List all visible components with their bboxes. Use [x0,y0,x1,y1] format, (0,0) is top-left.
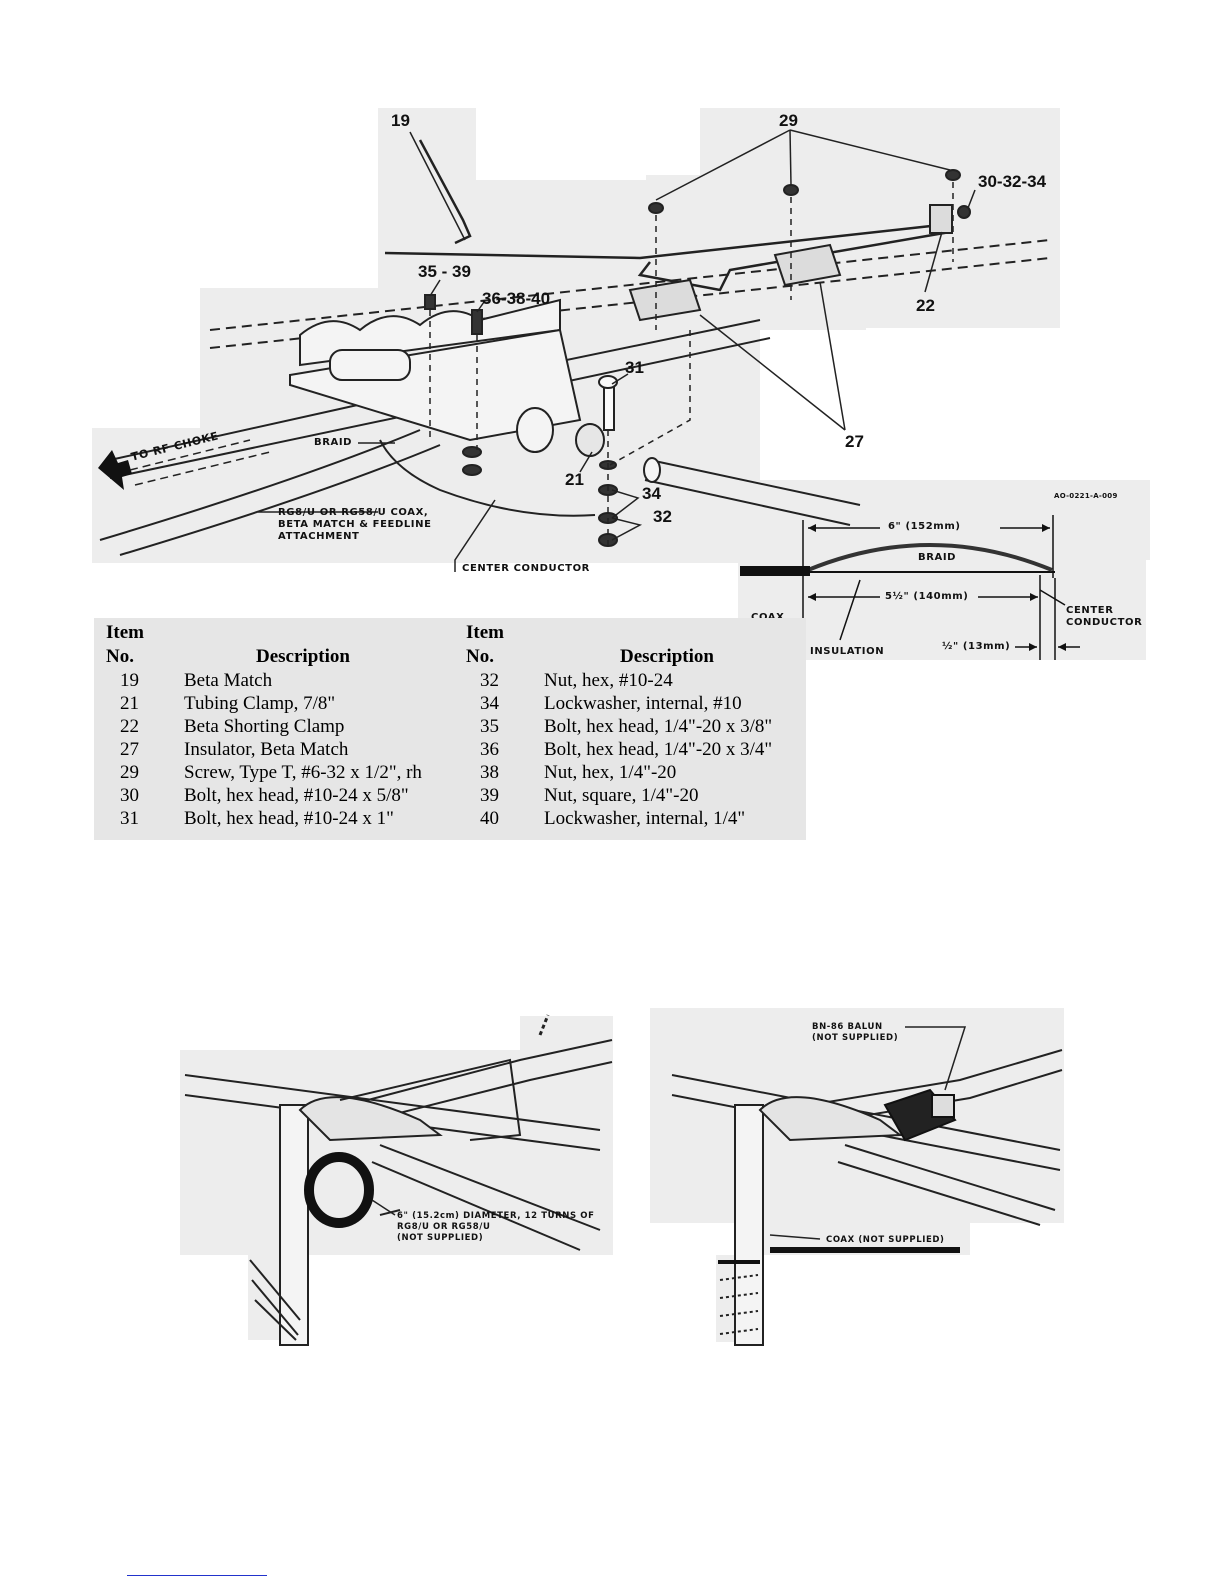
item-no: 19 [120,670,139,691]
diagram-panel-h [738,506,1146,660]
table-row: 32 Nut, hex, #10-24 [466,670,806,693]
table-row: 40 Lockwasher, internal, 1/4" [466,808,806,831]
callout-22: 22 [916,296,935,315]
table-row: 34 Lockwasher, internal, #10 [466,693,806,716]
table-row: 19 Beta Match [106,670,466,693]
item-no: 40 [480,808,499,829]
item-desc: Bolt, hex head, 1/4"-20 x 3/4" [544,739,773,760]
item-no: 29 [120,762,139,783]
item-no: 22 [120,716,139,737]
coax-dim-5-5in: 5½" (140mm) [885,591,969,602]
balun-note: BN-86 BALUN (NOT SUPPLIED) [812,1022,899,1043]
table-row: 31 Bolt, hex head, #10-24 x 1" [106,808,466,831]
table-row: 27 Insulator, Beta Match [106,739,466,762]
callout-35-39: 35 - 39 [418,262,471,281]
table-row: 36 Bolt, hex head, 1/4"-20 x 3/4" [466,739,806,762]
choke-note: 6" (15.2cm) DIAMETER, 12 TURNS OF RG8/U … [397,1211,595,1243]
callout-21: 21 [565,470,584,489]
table-row: 39 Nut, square, 1/4"-20 [466,785,806,808]
coax-dim-6in: 6" (152mm) [888,521,961,532]
callout-19: 19 [391,111,410,130]
item-desc: Lockwasher, internal, #10 [544,693,742,714]
table-row: 29 Screw, Type T, #6-32 x 1/2", rh [106,762,466,785]
coax-dim-half-in: ½" (13mm) [942,641,1011,652]
item-desc: Nut, square, 1/4"-20 [544,785,699,806]
header-item: Item [106,622,144,643]
item-desc: Insulator, Beta Match [184,739,349,760]
table-row: 38 Nut, hex, 1/4"-20 [466,762,806,785]
parts-table-left-column: Item No. Description 19 Beta Match 21 Tubi… [106,622,466,831]
header-row-left: No. Description [106,646,466,670]
callout-30-32-34: 30-32-34 [978,172,1047,191]
callout-34: 34 [642,484,661,503]
label-braid: BRAID [314,437,353,448]
label-coax-note: RG8/U OR RG58/U COAX, BETA MATCH & FEEDL… [278,507,432,542]
header-no: No. [106,646,134,667]
header-row-right: No. Description [466,646,806,670]
table-row: 21 Tubing Clamp, 7/8" [106,693,466,716]
item-desc: Bolt, hex head, #10-24 x 1" [184,808,394,829]
coax-label-center-conductor: CENTER CONDUCTOR [1066,605,1143,628]
diagram-panel-d [700,108,1060,328]
item-desc: Bolt, hex head, #10-24 x 5/8" [184,785,409,806]
header-no: No. [466,646,494,667]
item-no: 38 [480,762,499,783]
footer-link-line [127,1575,267,1576]
item-no: 27 [120,739,139,760]
item-no: 31 [120,808,139,829]
item-desc: Screw, Type T, #6-32 x 1/2", rh [184,762,422,783]
drawing-id: AO-0221-A-009 [1054,492,1118,500]
table-row: 22 Beta Shorting Clamp [106,716,466,739]
item-desc: Nut, hex, #10-24 [544,670,673,691]
balun-coax-note: COAX (NOT SUPPLIED) [826,1235,945,1245]
item-no: 30 [120,785,139,806]
item-desc: Nut, hex, 1/4"-20 [544,762,677,783]
item-desc: Beta Match [184,670,273,691]
item-desc: Beta Shorting Clamp [184,716,345,737]
item-no: 32 [480,670,499,691]
callout-29: 29 [779,111,798,130]
item-no: 35 [480,716,499,737]
header-description: Description [620,646,714,667]
callout-32: 32 [653,507,672,526]
coax-label-insulation: INSULATION [810,646,885,657]
item-no: 39 [480,785,499,806]
callout-27: 27 [845,432,864,451]
label-center-conductor: CENTER CONDUCTOR [462,563,590,574]
parts-table: Item No. Description 19 Beta Match 21 Tubi… [94,618,806,840]
item-desc: Lockwasher, internal, 1/4" [544,808,746,829]
item-no: 21 [120,693,139,714]
item-desc: Tubing Clamp, 7/8" [184,693,336,714]
callout-36-38-40: 36-38-40 [482,289,551,308]
table-row: 35 Bolt, hex head, 1/4"-20 x 3/8" [466,716,806,739]
item-no: 34 [480,693,499,714]
table-row: 30 Bolt, hex head, #10-24 x 5/8" [106,785,466,808]
item-no: 36 [480,739,499,760]
header-description: Description [256,646,350,667]
assembly-linework [98,129,1080,660]
callout-31: 31 [625,358,644,377]
coax-label-coax: COAX [751,612,784,624]
header-item: Item [466,622,504,643]
coax-label-braid: BRAID [918,552,957,563]
item-desc: Bolt, hex head, 1/4"-20 x 3/8" [544,716,773,737]
